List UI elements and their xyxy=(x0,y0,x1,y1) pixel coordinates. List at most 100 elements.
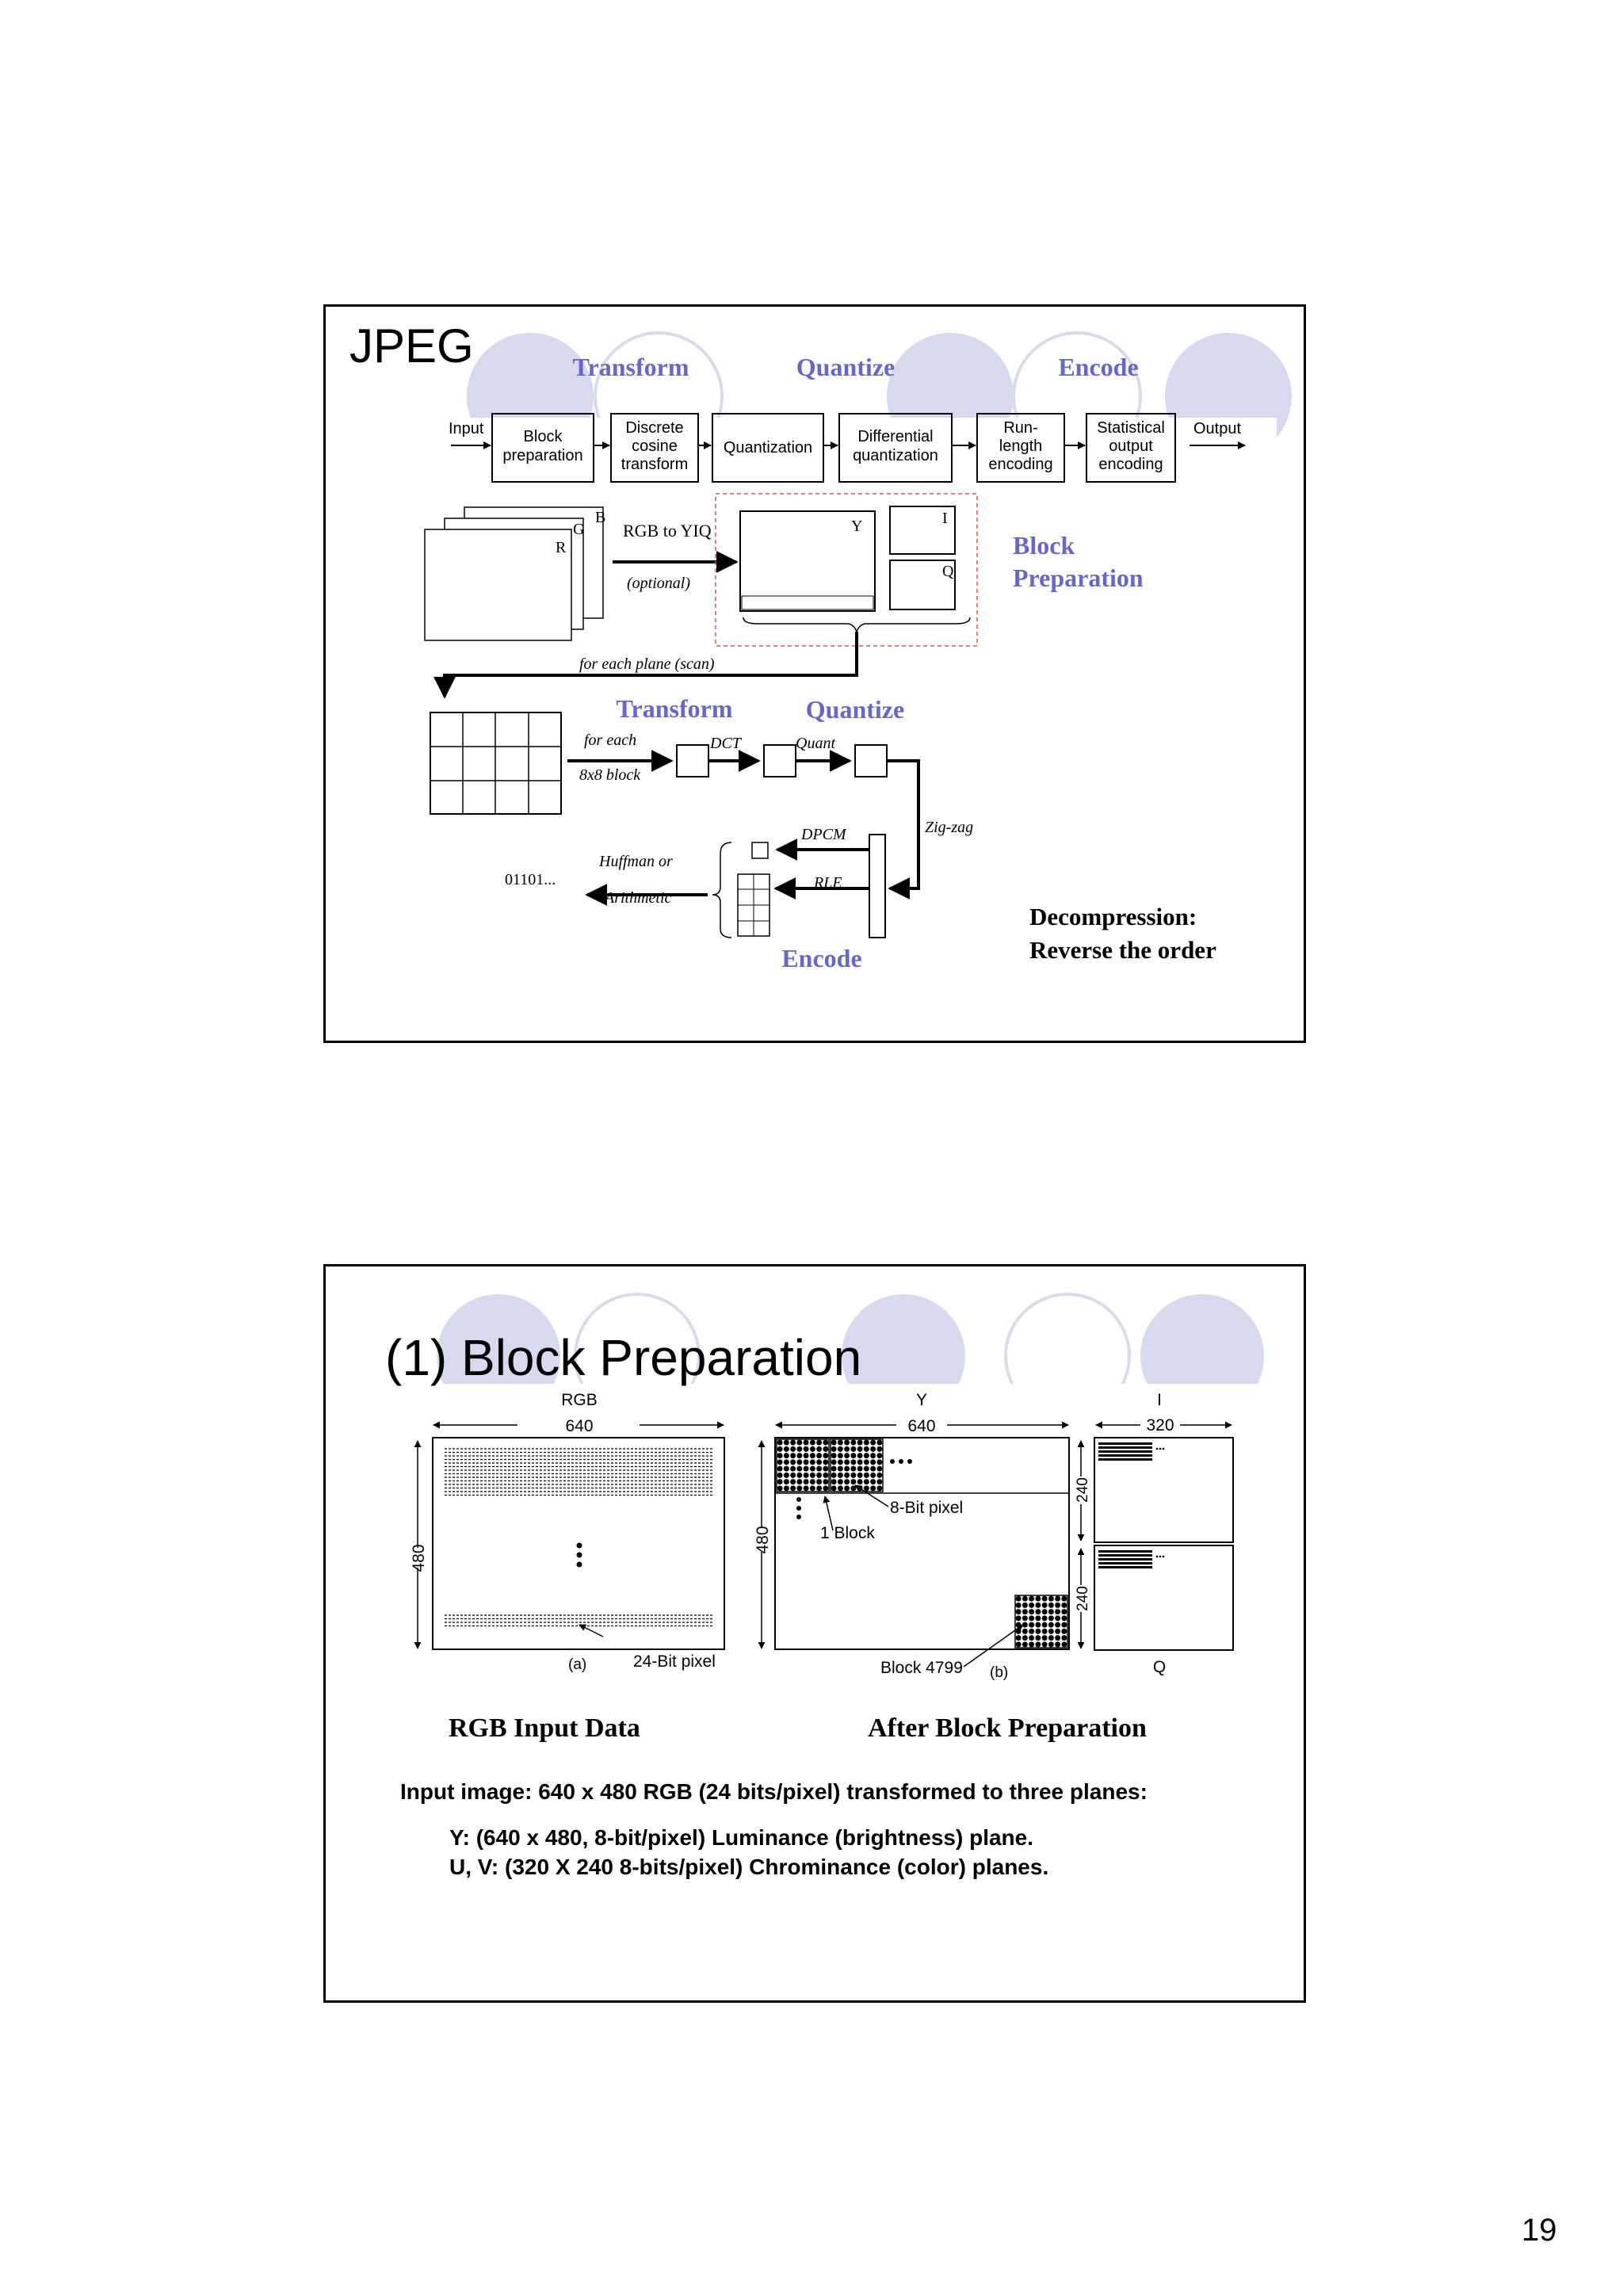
pixel-dot xyxy=(777,1446,783,1452)
pixel-dot xyxy=(823,1479,829,1485)
pixel-dot xyxy=(831,1453,837,1459)
pixel-dot xyxy=(790,1459,796,1465)
pixel-dot xyxy=(796,1472,803,1478)
q-label: Q xyxy=(1153,1658,1166,1676)
pixel-dot xyxy=(1048,1628,1054,1634)
pixel-dot xyxy=(783,1479,789,1485)
pixel-dot xyxy=(1155,1447,1159,1450)
pixel-dot xyxy=(1022,1602,1028,1608)
pixel-dot xyxy=(1055,1628,1061,1634)
encode-label-2: Encode xyxy=(781,944,861,972)
pixel-dot xyxy=(777,1465,783,1472)
pixel-dot xyxy=(1015,1609,1022,1615)
decompression-label-1: Decompression: xyxy=(1029,903,1197,930)
pixel-dot xyxy=(816,1439,823,1446)
stage-block-preparation: Block preparation xyxy=(491,413,594,483)
pixel-dot xyxy=(783,1472,789,1478)
y-height-label: 480 xyxy=(754,1526,772,1553)
pixel-dot xyxy=(1015,1602,1022,1608)
plane-q-label: Q xyxy=(942,563,954,580)
pixel-dot xyxy=(783,1446,789,1452)
pixel-dot xyxy=(850,1459,857,1465)
pixel-dot xyxy=(1015,1595,1022,1602)
pixel-dot xyxy=(844,1485,850,1492)
pixel-row xyxy=(1098,1562,1152,1564)
pixel-dot xyxy=(837,1453,843,1459)
pixel-dot xyxy=(816,1472,823,1478)
plane-g-label: G xyxy=(573,521,584,538)
pixel-dot xyxy=(850,1439,857,1446)
block-preparation-label-2: Preparation xyxy=(1013,563,1144,592)
pixel-dot xyxy=(777,1453,783,1459)
pixel-dot xyxy=(1159,1447,1162,1450)
pixel-block xyxy=(830,1438,884,1492)
rgb-planes-stack: B G R xyxy=(424,506,605,641)
pixel-dot xyxy=(803,1472,809,1478)
pixel-dot xyxy=(1029,1595,1035,1602)
pixel-row xyxy=(1098,1450,1152,1453)
plane-r-label: R xyxy=(556,539,567,556)
pixel-dot xyxy=(1048,1641,1054,1648)
pixel-dot xyxy=(796,1446,803,1452)
pixel-dot xyxy=(831,1485,837,1492)
stage-6-line-1: Statistical xyxy=(1097,419,1165,437)
pixel-block xyxy=(1014,1595,1068,1648)
pixel-dot xyxy=(790,1485,796,1492)
y-block-label: 1 Block xyxy=(820,1524,875,1542)
pixel-dot xyxy=(850,1479,857,1485)
pixel-dot xyxy=(850,1485,857,1492)
rgb-height-label: 480 xyxy=(410,1544,428,1572)
caption-rgb-input: RGB Input Data xyxy=(449,1713,640,1743)
pixel-dot xyxy=(796,1453,803,1459)
pixel-dot xyxy=(863,1459,869,1465)
pixel-dot xyxy=(1035,1595,1041,1602)
uv-plane-text: U, V: (320 X 240 8-bits/pixel) Chrominan… xyxy=(449,1855,1048,1879)
stage-4-line-2: quantization xyxy=(853,447,938,464)
dpcm-label: DPCM xyxy=(800,826,847,843)
pixel-dot xyxy=(803,1479,809,1485)
pixel-dot xyxy=(876,1485,883,1492)
pixel-dot xyxy=(783,1485,789,1492)
pixel-dot xyxy=(809,1485,815,1492)
pixel-dot xyxy=(1041,1635,1048,1641)
pixel-dot xyxy=(857,1459,863,1465)
pixel-dot xyxy=(857,1446,863,1452)
stage-6-line-3: encoding xyxy=(1098,456,1163,473)
pixel-dot xyxy=(863,1472,869,1478)
pixel-dot xyxy=(1035,1602,1041,1608)
pixel-dot xyxy=(790,1472,796,1478)
pixel-dot xyxy=(1048,1609,1054,1615)
pixel-dot xyxy=(1055,1615,1061,1622)
stage-quantization: Quantization xyxy=(712,413,824,483)
pixel-block xyxy=(776,1438,830,1492)
pipeline-input-label: Input xyxy=(449,420,484,437)
rgb-tag-label: (a) xyxy=(568,1656,586,1673)
pipeline-output-label: Output xyxy=(1193,420,1241,437)
intro-text: Input image: 640 x 480 RGB (24 bits/pixe… xyxy=(400,1779,1148,1804)
pixel-dot xyxy=(823,1459,829,1465)
decorative-circles xyxy=(405,331,1292,481)
y-last-block-label: Block 4799 xyxy=(880,1659,963,1677)
pixel-dot xyxy=(796,1479,803,1485)
pixel-dot xyxy=(863,1479,869,1485)
pixel-dot xyxy=(844,1479,850,1485)
quantize-label-2: Quantize xyxy=(806,695,904,724)
rle-grid xyxy=(737,873,770,937)
pixel-dot xyxy=(1029,1609,1035,1615)
pixel-dot xyxy=(870,1479,876,1485)
pixel-dot xyxy=(823,1439,829,1446)
pixel-dot xyxy=(809,1439,815,1446)
pixel-dot xyxy=(844,1439,850,1446)
rgb-width-label: 640 xyxy=(565,1417,593,1435)
pixel-dot xyxy=(831,1479,837,1485)
pixel-row xyxy=(1098,1458,1152,1461)
pixel-dot xyxy=(831,1465,837,1472)
pixel-dot xyxy=(796,1459,803,1465)
pixel-dot xyxy=(1029,1622,1035,1628)
pixel-dot xyxy=(1041,1622,1048,1628)
pixel-dot xyxy=(1035,1635,1041,1641)
pixel-dot xyxy=(1162,1447,1165,1450)
pixel-dot xyxy=(876,1465,883,1472)
y-tag-label: (b) xyxy=(990,1664,1008,1681)
quant-label: Quant xyxy=(796,735,835,752)
